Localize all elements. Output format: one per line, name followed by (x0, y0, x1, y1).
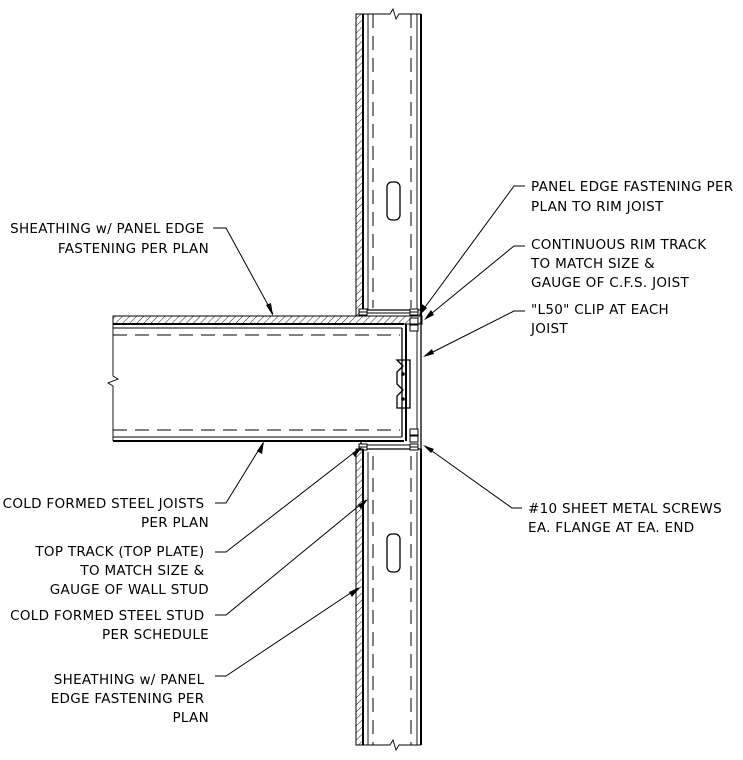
rim-bottom-screws (409, 428, 419, 443)
rim-top-screws (409, 317, 419, 332)
lower-wall-sheathing (355, 448, 364, 746)
upper-wall-sheathing (355, 13, 364, 317)
label-stud: COLD FORMED STEEL STUD PER SCHEDULE (10, 608, 209, 643)
label-panel-edge-fastening: PANEL EDGE FASTENING PER PLAN TO RIM JOI… (531, 179, 738, 215)
label-top-track: TOP TRACK (TOP PLATE) TO MATCH SIZE & GA… (34, 544, 209, 598)
lower-stud-knockout (386, 533, 401, 573)
label-joists: COLD FORMED STEEL JOISTS PER PLAN (3, 496, 209, 531)
label-rim-track: CONTINUOUS RIM TRACK TO MATCH SIZE & GAU… (530, 237, 711, 291)
leader-lines (213, 185, 525, 677)
floor-sheathing (112, 315, 423, 325)
joist-break-line (106, 316, 120, 441)
lower-wall-break-line (356, 738, 421, 752)
floor-assembly (106, 315, 423, 443)
upper-wall-break-line (356, 7, 421, 21)
label-sheathing-wall: SHEATHING w/ PANEL EDGE FASTENING PER PL… (51, 672, 209, 726)
upper-stud-knockout (386, 181, 401, 221)
l50-clip (395, 359, 411, 409)
upper-track-screws (358, 308, 419, 316)
label-l50-clip: "L50" CLIP AT EACH JOIST (530, 302, 674, 337)
lower-wall (355, 441, 422, 752)
upper-wall (355, 7, 422, 317)
label-screws: #10 SHEET METAL SCREWS EA. FLANGE AT EA.… (528, 501, 727, 536)
label-sheathing-floor: SHEATHING w/ PANEL EDGE FASTENING PER PL… (10, 221, 209, 257)
